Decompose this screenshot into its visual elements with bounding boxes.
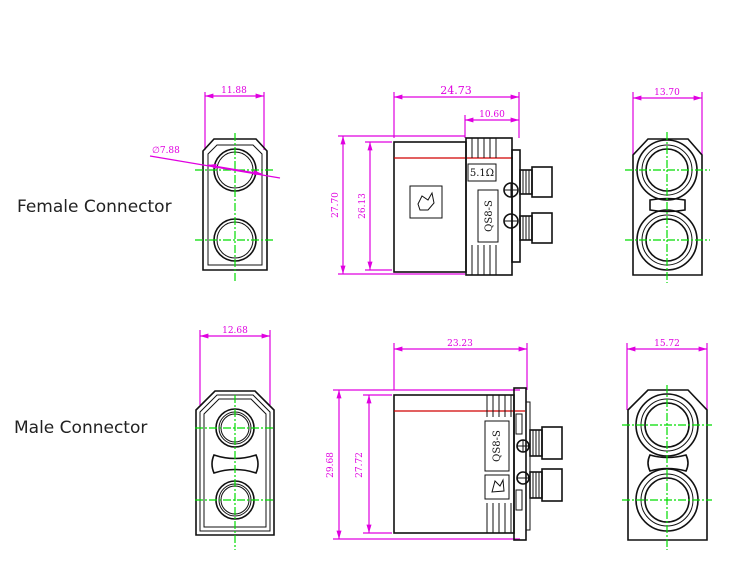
female-side-length-dimension: 24.73 xyxy=(393,84,520,138)
male-connector-label: Male Connector xyxy=(14,418,148,438)
male-height-dimensions: 29.68 27.72 xyxy=(326,389,520,540)
female-height-dimensions: 27.70 26.13 xyxy=(331,135,465,275)
female-rear-length-dimension: 10.60 xyxy=(464,110,519,138)
male-height-inner-text: 27.72 xyxy=(355,452,365,478)
female-front-width-text: 11.88 xyxy=(221,86,247,96)
male-front-width-text: 12.68 xyxy=(222,326,248,336)
female-rear-length-text: 10.60 xyxy=(479,110,505,120)
female-height-inner-text: 26.13 xyxy=(358,193,368,219)
female-model-mark: QS8-S xyxy=(484,200,495,232)
female-pin-diameter-dimension: ∅7.88 xyxy=(149,146,281,179)
male-front-view: 12.68 xyxy=(195,326,275,550)
male-rear-width-text: 15.72 xyxy=(654,339,680,349)
female-resistor-mark: 5.1Ω xyxy=(470,168,494,179)
male-rear-view: 15.72 xyxy=(622,339,712,550)
female-side-view: 24.73 10.60 27.70 26.13 5.1Ω QS8-S xyxy=(331,84,553,276)
male-side-view: 23.23 29.68 27.72 QS8-S xyxy=(326,339,563,541)
male-side-length-dimension: 23.23 xyxy=(393,339,528,390)
male-side-length-text: 23.23 xyxy=(447,339,473,349)
male-model-mark: QS8-S xyxy=(492,430,503,462)
female-rear-width-dimension: 13.70 xyxy=(632,88,703,155)
female-rear-width-text: 13.70 xyxy=(654,88,680,98)
male-rear-width-dimension: 15.72 xyxy=(626,339,708,410)
female-side-length-text: 24.73 xyxy=(440,84,472,97)
female-connector-label: Female Connector xyxy=(17,197,172,217)
male-front-width-dimension: 12.68 xyxy=(199,326,271,405)
female-pin-diameter-text: ∅7.88 xyxy=(152,146,180,156)
male-height-outer-text: 29.68 xyxy=(326,452,336,478)
female-front-width-dimension: 11.88 xyxy=(204,86,265,150)
female-front-view: 11.88 ∅7.88 xyxy=(149,86,281,283)
female-rear-view: 13.70 xyxy=(625,88,710,283)
female-height-outer-text: 27.70 xyxy=(331,192,341,218)
